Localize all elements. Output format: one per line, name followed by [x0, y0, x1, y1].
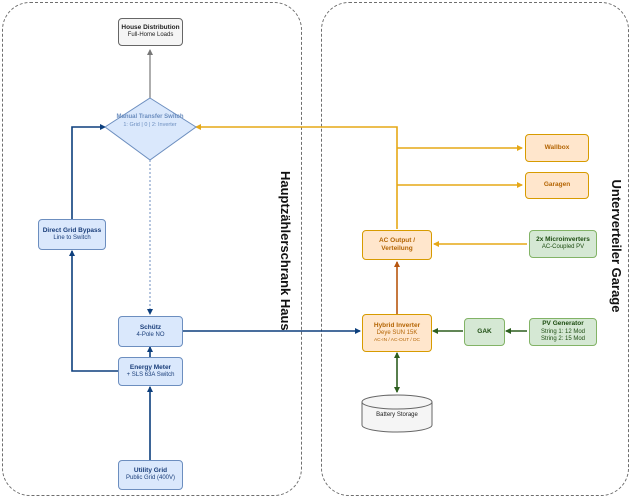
manual-transfer-switch-shape: [104, 97, 197, 161]
energy-meter-node: Energy Meter + SLS 63A Switch: [118, 357, 183, 386]
wire-bypass-to-switch: [71, 124, 106, 219]
microinverters-node: 2x Microinverters AC-Coupled PV: [529, 230, 597, 258]
manual-transfer-switch-title: Manual Transfer Switch: [116, 114, 184, 120]
direct-grid-bypass-title: Direct Grid Bypass: [42, 226, 102, 234]
ac-output-node: AC Output / Verteilung: [362, 230, 432, 260]
wire-meter-to-bypass: [69, 250, 118, 372]
wire-acout-to-switch: [195, 124, 398, 229]
pv-generator-string1: String 1: 12 Mod: [540, 328, 586, 335]
gak-node: GAK: [464, 318, 505, 346]
schuetz-title: Schütz: [139, 323, 162, 331]
manual-transfer-switch-subtitle: 1: Grid | 0 | 2: Inverter: [123, 121, 177, 128]
ac-output-title: AC Output / Verteilung: [378, 236, 416, 252]
house-distribution-subtitle: Full-Home Loads: [127, 32, 174, 39]
hybrid-inverter-node: Hybrid Inverter Deye SUN 15K AC-IN / AC-…: [362, 314, 432, 352]
wallbox-title: Wallbox: [544, 143, 570, 151]
house-distribution-title: House Distribution: [121, 24, 180, 32]
pv-generator-node: PV Generator String 1: 12 Mod String 2: …: [529, 318, 597, 346]
direct-grid-bypass-subtitle: Line to Switch: [53, 234, 91, 241]
wallbox-node: Wallbox: [525, 134, 589, 162]
schuetz-subtitle: 4-Pole NO: [136, 331, 165, 338]
energy-meter-subtitle: + SLS 63A Switch: [126, 371, 175, 378]
battery-storage-label: Battery Storage: [376, 412, 418, 418]
hybrid-inverter-ports: AC-IN / AC-OUT / DC: [373, 337, 421, 343]
energy-meter-title: Energy Meter: [129, 363, 172, 371]
utility-grid-subtitle: Public Grid (400V): [125, 475, 176, 482]
gak-title: GAK: [477, 327, 492, 335]
zone-hauptzaehlerschrank: [2, 2, 302, 496]
garagen-title: Garagen: [543, 181, 571, 189]
schuetz-node: Schütz 4-Pole NO: [118, 316, 183, 347]
utility-grid-node: Utility Grid Public Grid (400V): [118, 460, 183, 490]
hybrid-inverter-subtitle: Deye SUN 15K: [376, 330, 418, 337]
direct-grid-bypass-node: Direct Grid Bypass Line to Switch: [38, 219, 106, 250]
utility-grid-title: Utility Grid: [133, 467, 168, 475]
microinverters-subtitle: AC-Coupled PV: [541, 244, 585, 251]
microinverters-title: 2x Microinverters: [536, 236, 590, 244]
pv-generator-string2: String 2: 15 Mod: [540, 336, 586, 343]
zone-unterverteiler: [321, 2, 629, 496]
manual-transfer-switch-node: Manual Transfer Switch 1: Grid | 0 | 2: …: [112, 114, 188, 128]
hybrid-inverter-title: Hybrid Inverter: [373, 322, 421, 330]
garagen-node: Garagen: [525, 172, 589, 199]
house-distribution-node: House Distribution Full-Home Loads: [118, 18, 183, 46]
pv-generator-title: PV Generator: [542, 320, 584, 328]
battery-storage-shape: [361, 394, 433, 433]
